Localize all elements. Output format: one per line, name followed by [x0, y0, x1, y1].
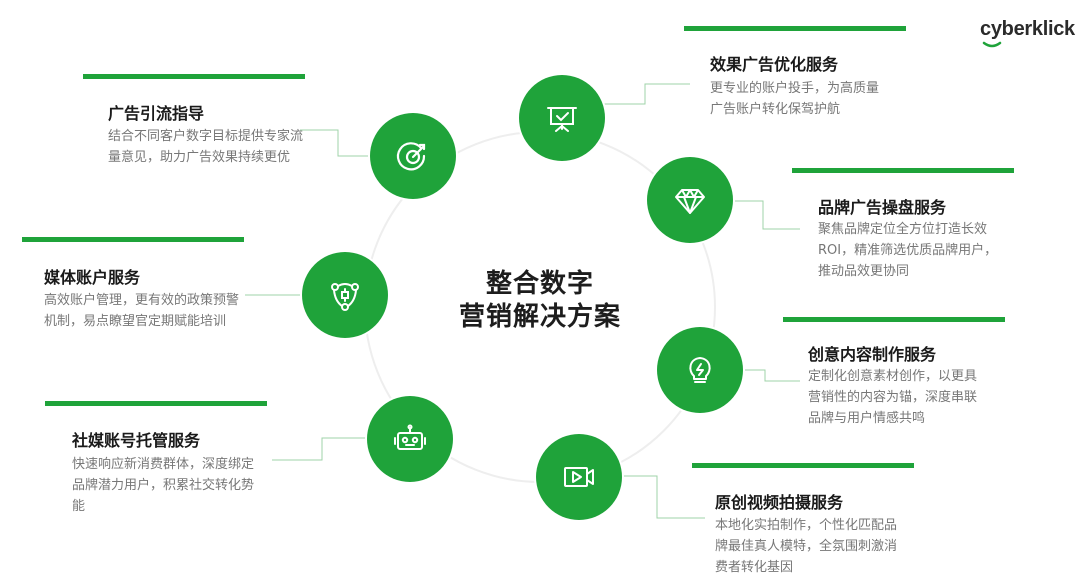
service-node-creative-content — [657, 327, 743, 413]
service-title-original-video: 原创视频拍摄服务 — [715, 493, 844, 512]
service-node-ad-guidance — [370, 113, 456, 199]
service-node-original-video — [536, 434, 622, 520]
network-nodes-icon — [331, 283, 359, 311]
center-title: 整合数字 营销解决方案 — [440, 268, 640, 334]
accent-bar — [45, 401, 267, 406]
service-desc-creative-content: 定制化创意素材创作，以更具营销性的内容为锚，深度串联品牌与用户情感共鸣 — [808, 369, 978, 426]
logo-smile-icon — [982, 41, 1002, 48]
service-title-performance-ad: 效果广告优化服务 — [710, 55, 839, 74]
service-title-ad-guidance: 广告引流指导 — [108, 104, 205, 123]
accent-bar — [684, 26, 906, 31]
service-desc-social-hosting: 快速响应新消费群体，深度绑定品牌潜力用户，积累社交转化势能 — [72, 457, 255, 514]
logo-text: cyberklick — [980, 18, 1075, 40]
center-title-line2: 营销解决方案 — [458, 302, 621, 332]
accent-bar — [692, 463, 914, 468]
service-title-brand-ad: 品牌广告操盘服务 — [818, 198, 947, 217]
service-node-media-account — [302, 252, 388, 338]
robot-icon — [394, 424, 426, 450]
service-desc-ad-guidance: 结合不同客户数字目标提供专家流量意见，助力广告效果持续更优 — [108, 129, 304, 165]
service-node-social-hosting — [367, 396, 453, 482]
service-title-media-account: 媒体账户服务 — [44, 268, 141, 287]
accent-bar — [783, 317, 1005, 322]
center-title-line1: 整合数字 — [485, 269, 594, 299]
accent-bar — [22, 237, 244, 242]
diamond-icon — [675, 189, 705, 214]
service-title-social-hosting: 社媒账号托管服务 — [72, 431, 201, 450]
target-icon — [396, 142, 426, 171]
video-camera-icon — [564, 467, 594, 487]
presentation-board-icon — [547, 107, 577, 132]
accent-bar — [83, 74, 305, 79]
accent-bar — [792, 168, 1014, 173]
service-title-creative-content: 创意内容制作服务 — [808, 345, 937, 364]
brand-logo: cyberklick — [980, 18, 1075, 48]
service-node-brand-ad — [647, 157, 733, 243]
lightbulb-icon — [689, 357, 711, 383]
service-desc-performance-ad: 更专业的账户投手，为高质量广告账户转化保驾护航 — [710, 81, 880, 117]
service-node-performance-ad — [519, 75, 605, 161]
service-desc-brand-ad: 聚焦品牌定位全方位打造长效ROI，精准筛选优质品牌用户，推动品效更协同 — [818, 222, 998, 279]
service-desc-original-video: 本地化实拍制作，个性化匹配品牌最佳真人模特，全氛围刺激消费者转化基因 — [715, 518, 898, 575]
service-desc-media-account: 高效账户管理，更有效的政策预警机制，易点瞭望官定期赋能培训 — [44, 293, 240, 329]
